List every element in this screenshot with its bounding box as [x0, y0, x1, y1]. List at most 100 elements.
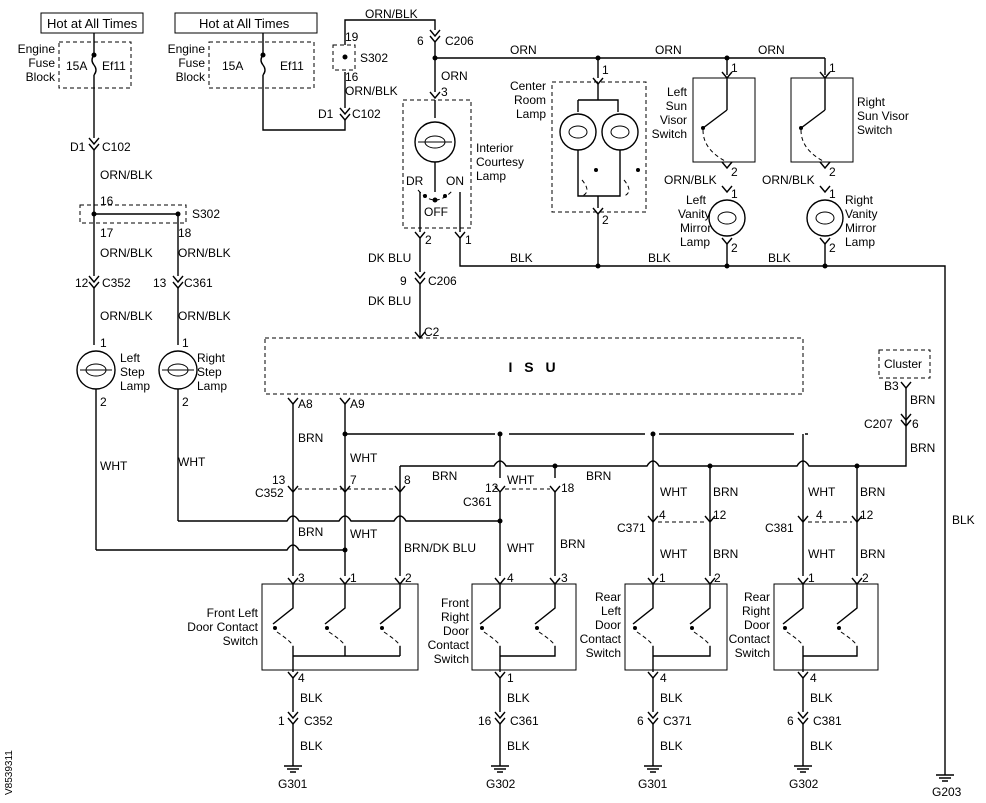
pin-label: 2 [829, 241, 836, 255]
wire-label: ORN [655, 43, 682, 57]
pin-label: 17 [100, 226, 114, 240]
ground-symbol [794, 765, 812, 773]
ground-symbol [936, 774, 954, 782]
interior-courtesy-lamp: 3 Interior Courtesy Lamp DR ON OFF 2 1 D… [368, 85, 946, 775]
visor-label: Sun Visor [857, 109, 909, 123]
pin-label: 12 [860, 508, 874, 522]
c361-label: C361 [184, 276, 213, 290]
pin-label: 13 [272, 473, 286, 487]
wire-label: ORN/BLK [100, 168, 153, 182]
pin-label: 1 [507, 671, 514, 685]
pin-label: 3 [298, 571, 305, 585]
c371-label: C371 [617, 521, 646, 535]
door-switch-label: Right [742, 604, 771, 618]
c371-label: C371 [663, 714, 692, 728]
center-room-lamp: Center Room Lamp 1 2 BLK [510, 63, 647, 269]
vanity-label: Lamp [680, 235, 710, 249]
wire-label: BLK [952, 513, 975, 527]
pin-label: 12 [485, 481, 499, 495]
pin-label: 2 [862, 571, 869, 585]
wire-label: BLK [300, 691, 323, 705]
vanity-label: Left [686, 193, 707, 207]
d1-label: D1 [70, 140, 86, 154]
pin-label: 6 [787, 714, 794, 728]
door-switch-label: Left [601, 604, 622, 618]
pin-label: 9 [400, 274, 407, 288]
pin-label: 8 [404, 473, 411, 487]
wire-label: BLK [507, 691, 530, 705]
door-switch-label: Contact [580, 632, 622, 646]
switch-position-off: OFF [424, 205, 448, 219]
wire-label: ORN/BLK [178, 309, 231, 323]
pin-label: 1 [602, 63, 609, 77]
ground-symbol [284, 765, 302, 773]
wire-label: BLK [507, 739, 530, 753]
c352-label: C352 [304, 714, 333, 728]
vanity-label: Right [845, 193, 874, 207]
fuse-symbol-left [91, 54, 97, 76]
c206-label: C206 [428, 274, 457, 288]
wire-label: ORN/BLK [178, 246, 231, 260]
courtesy-lamp-label: Interior [476, 141, 513, 155]
c361-label: C361 [510, 714, 539, 728]
pin-label: 1 [278, 714, 285, 728]
rear-left-door-switch: 1 2 Rear Left Door Contact Switch [580, 571, 728, 672]
pin-label: 2 [100, 395, 107, 409]
wire-label: WHT [350, 451, 378, 465]
cluster: Cluster B3 BRN C207 6 BRN [864, 349, 935, 467]
visor-label: Visor [660, 113, 687, 127]
pin-label: 4 [507, 571, 514, 585]
step-lamp-label: Left [120, 351, 141, 365]
front-right-door-switch: 4 3 Front Right Door Contact Switch [428, 571, 577, 672]
ground-label: G203 [932, 785, 962, 799]
center-room-label: Room [514, 93, 546, 107]
wire-label: BRN [713, 547, 738, 561]
fuse-rating-left: 15A [66, 59, 87, 73]
pin-label: 2 [731, 241, 738, 255]
pin-label: 2 [731, 165, 738, 179]
pin-label: 1 [100, 336, 107, 350]
switch-position-on: ON [446, 174, 464, 188]
fuse-symbol-mid [260, 54, 266, 76]
door-switch-label: Door Contact [187, 620, 258, 634]
pin-label: 3 [441, 85, 448, 99]
wire-label: BLK [660, 691, 683, 705]
s302-label: S302 [192, 207, 220, 221]
isu-module: C2 I S U A8 A9 [264, 325, 804, 411]
left-supply: Hot at All Times Engine Fuse Block 15A E… [18, 12, 231, 550]
step-lamp-label: Lamp [197, 379, 227, 393]
wire-label: ORN/BLK [664, 173, 717, 187]
vanity-label: Vanity [678, 207, 710, 221]
hot-label-left: Hot at All Times [47, 16, 138, 31]
wire-label: ORN/BLK [365, 7, 418, 21]
pin-label: 16 [345, 70, 359, 84]
wire-label: WHT [350, 527, 378, 541]
c102-label: C102 [102, 140, 131, 154]
door-switch-label: Front Left [207, 606, 259, 620]
pin-label: 1 [829, 187, 836, 201]
wire-label: DK BLU [368, 294, 411, 308]
wire-label: BRN [560, 537, 585, 551]
ground-legs: 4 BLK 1 C352 BLK G301 1 BLK 16 C361 BLK … [278, 671, 962, 799]
door-switch-label: Switch [735, 646, 770, 660]
pin-label: 6 [912, 417, 919, 431]
vanity-label: Lamp [845, 235, 875, 249]
d1-label: D1 [318, 107, 334, 121]
courtesy-lamp-label: Lamp [476, 169, 506, 183]
pin-label: 3 [561, 571, 568, 585]
splice-s302-top [332, 44, 356, 71]
wire-label: WHT [100, 459, 128, 473]
step-lamp-label: Step [120, 365, 145, 379]
front-left-door-switch: 3 1 2 Front Left Door Contact Switch [187, 571, 419, 672]
wire-label: WHT [808, 547, 836, 561]
door-switch-label: Rear [744, 590, 770, 604]
wire-label: BLK [768, 251, 791, 265]
pin-label: 1 [829, 61, 836, 75]
fuse-id-mid: Ef11 [280, 59, 304, 73]
wire-label: BLK [660, 739, 683, 753]
visor-label: Sun [666, 99, 687, 113]
ground-label: G301 [638, 777, 668, 791]
pin-label: 12 [713, 508, 727, 522]
pin-label: 16 [100, 194, 114, 208]
